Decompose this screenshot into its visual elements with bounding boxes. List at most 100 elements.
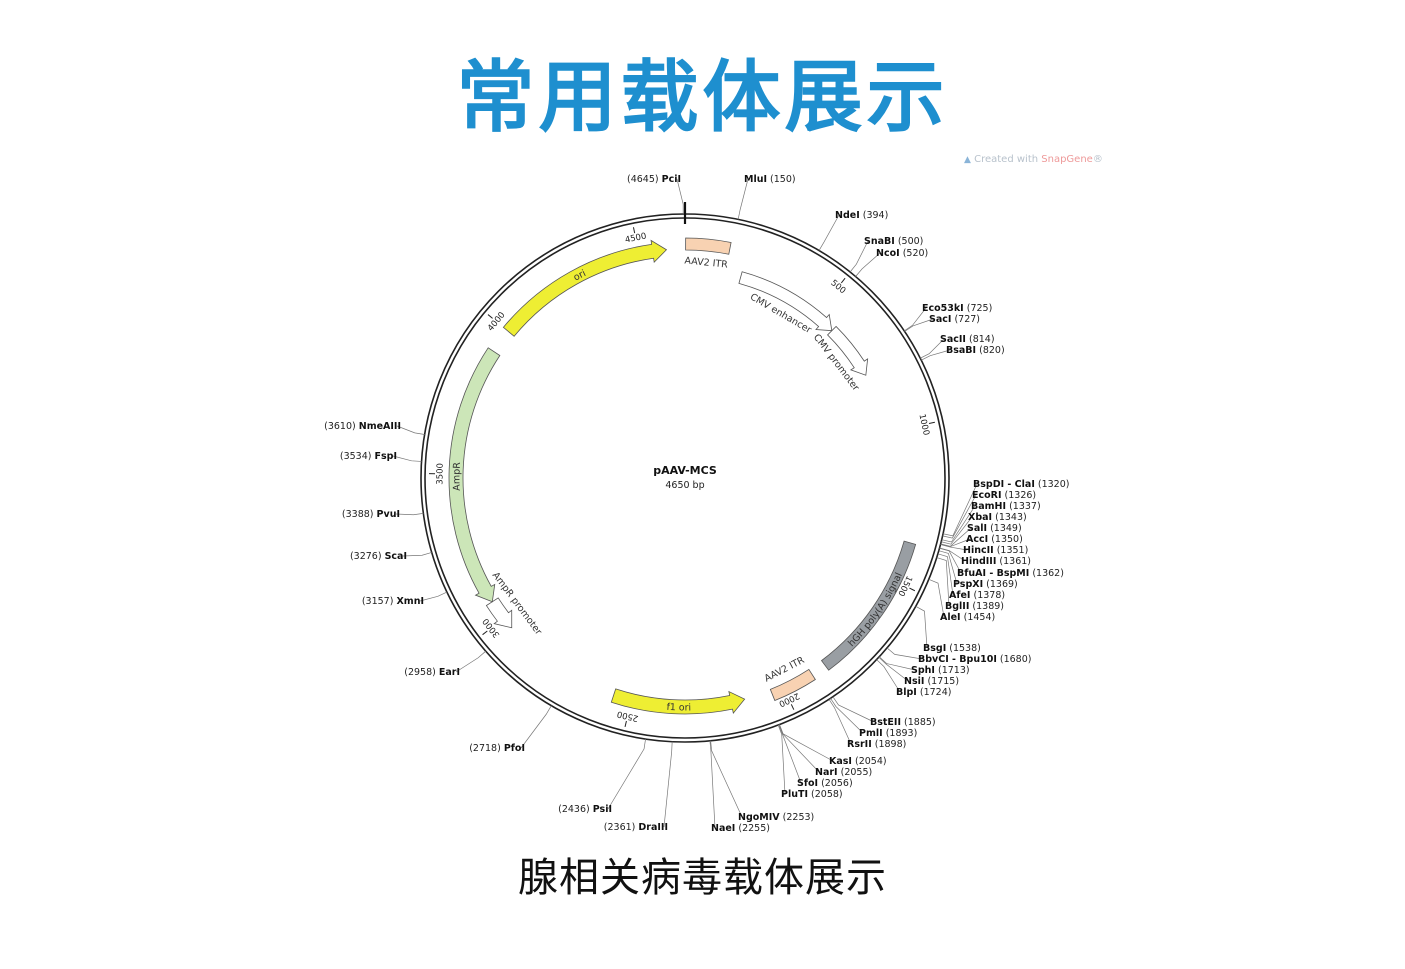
- site-leader-line: [940, 544, 968, 551]
- site-leader-line: [941, 516, 973, 545]
- site-leader-line: [876, 659, 901, 693]
- site-psii: (2436) PsiI: [558, 738, 646, 815]
- site-name: BstEII: [870, 717, 901, 728]
- site-leader-line: [886, 647, 923, 660]
- site-label: (3610) NmeAIII: [324, 421, 401, 432]
- site-position: (1343): [995, 512, 1027, 523]
- site-position: (1389): [972, 601, 1004, 612]
- site-ndei: NdeI (394): [818, 210, 889, 251]
- site-label: AleI (1454): [940, 612, 995, 623]
- site-label: HincII (1351): [963, 545, 1028, 556]
- site-position: (1362): [1032, 568, 1064, 579]
- site-alei: AleI (1454): [928, 578, 995, 623]
- site-leader-line: [520, 705, 552, 749]
- site-leader-line: [396, 425, 425, 435]
- tick-label: 3500: [435, 463, 445, 485]
- site-label: SphI (1713): [911, 665, 970, 676]
- site-name: SacII: [940, 334, 966, 345]
- site-bfuai-bspmi: BfuAI - BspMI (1362): [939, 547, 1064, 579]
- snapgene-watermark: ▲ Created with SnapGene®: [964, 154, 1103, 165]
- site-label: BamHI (1337): [971, 501, 1041, 512]
- site-name: SnaBI: [864, 236, 895, 247]
- site-name: MluI: [744, 174, 767, 185]
- caption: 腺相关病毒载体展示: [518, 855, 887, 901]
- site-leader-line: [830, 698, 864, 734]
- site-position: (3157): [362, 596, 394, 607]
- feature-label: AAV2 ITR: [684, 255, 729, 270]
- site-hincii: HincII (1351): [940, 544, 1028, 556]
- site-name: NdeI: [835, 210, 860, 221]
- site-position: (2054): [855, 756, 887, 767]
- tick-mark: [482, 630, 488, 636]
- site-name: XmnI: [396, 596, 424, 607]
- site-label: SacI (727): [929, 314, 980, 325]
- site-position: (2958): [404, 667, 436, 678]
- site-leader-line: [777, 724, 786, 795]
- site-name: ScaI: [385, 551, 407, 562]
- plasmid-name: pAAV-MCS: [653, 464, 717, 477]
- site-label: BfuAI - BspMI (1362): [957, 568, 1064, 579]
- site-position: (1454): [964, 612, 996, 623]
- site-leader-line: [879, 656, 916, 671]
- site-nmeaiii: (3610) NmeAIII: [324, 421, 425, 435]
- site-name: SacI: [929, 314, 951, 325]
- site-ngomiv: NgoMIV (2253): [710, 740, 814, 823]
- site-label: SfoI (2056): [797, 778, 853, 789]
- tick-label: 4500: [624, 231, 647, 245]
- site-position: (727): [954, 314, 980, 325]
- site-leader-line: [941, 505, 976, 543]
- site-label: BlpI (1724): [896, 687, 951, 698]
- site-leader-line: [402, 552, 432, 557]
- feature-aav2-itr: [769, 668, 816, 702]
- site-ecori: EcoRI (1326): [942, 490, 1036, 539]
- site-leader-line: [904, 318, 934, 332]
- site-name: DraIII: [638, 822, 668, 833]
- tick-label: 1000: [916, 413, 930, 436]
- site-name: EarI: [439, 667, 460, 678]
- site-name: PmlI: [859, 728, 883, 739]
- site-leader-line: [936, 557, 950, 607]
- site-name: NgoMIV: [738, 812, 780, 823]
- site-pmli: PmlI (1893): [830, 698, 917, 739]
- site-name: BbvCI - Bpu10I: [918, 654, 997, 665]
- site-rsrii: RsrII (1898): [828, 699, 906, 750]
- site-label: KasI (2054): [829, 756, 887, 767]
- feature-cmv-enhancer: [738, 271, 833, 332]
- site-pspxi: PspXI (1369): [938, 550, 1018, 590]
- site-label: EcoRI (1326): [972, 490, 1036, 501]
- site-position: (1351): [997, 545, 1029, 556]
- site-label: MluI (150): [744, 174, 796, 185]
- site-bbvci-bpu10i: BbvCI - Bpu10I (1680): [886, 647, 1031, 665]
- site-label: SalI (1349): [967, 523, 1022, 534]
- site-pvui: (3388) PvuI: [342, 509, 424, 520]
- site-position: (394): [863, 210, 889, 221]
- site-position: (2718): [469, 743, 501, 754]
- site-pcii: (4645) PciI: [627, 174, 684, 215]
- site-name: BsaBI: [946, 345, 976, 356]
- feature-label-text: f1 ori: [666, 702, 691, 714]
- site-scai: (3276) ScaI: [350, 551, 432, 562]
- site-position: (3388): [342, 509, 374, 520]
- site-label: PluTI (2058): [781, 789, 843, 800]
- tick-label: 2500: [616, 708, 639, 723]
- site-leader-line: [832, 696, 875, 723]
- site-label: BbvCI - Bpu10I (1680): [918, 654, 1031, 665]
- site-name: BglII: [945, 601, 969, 612]
- site-nsii: NsiI (1715): [878, 657, 959, 687]
- site-name: NmeAIII: [359, 421, 401, 432]
- site-position: (725): [967, 303, 993, 314]
- site-name: XbaI: [968, 512, 992, 523]
- site-leader-line: [779, 724, 834, 762]
- site-name: HincII: [963, 545, 994, 556]
- site-name: BfuAI - BspMI: [957, 568, 1029, 579]
- site-label: AccI (1350): [966, 534, 1023, 545]
- site-leader-line: [607, 738, 646, 810]
- site-position: (2056): [821, 778, 853, 789]
- site-label: NsiI (1715): [904, 676, 959, 687]
- site-label: SacII (814): [940, 334, 995, 345]
- site-naei: NaeI (2255): [709, 740, 770, 834]
- site-position: (520): [903, 248, 929, 259]
- site-leader-line: [915, 605, 928, 649]
- site-label: (2958) EarI: [404, 667, 460, 678]
- site-label: PspXI (1369): [953, 579, 1018, 590]
